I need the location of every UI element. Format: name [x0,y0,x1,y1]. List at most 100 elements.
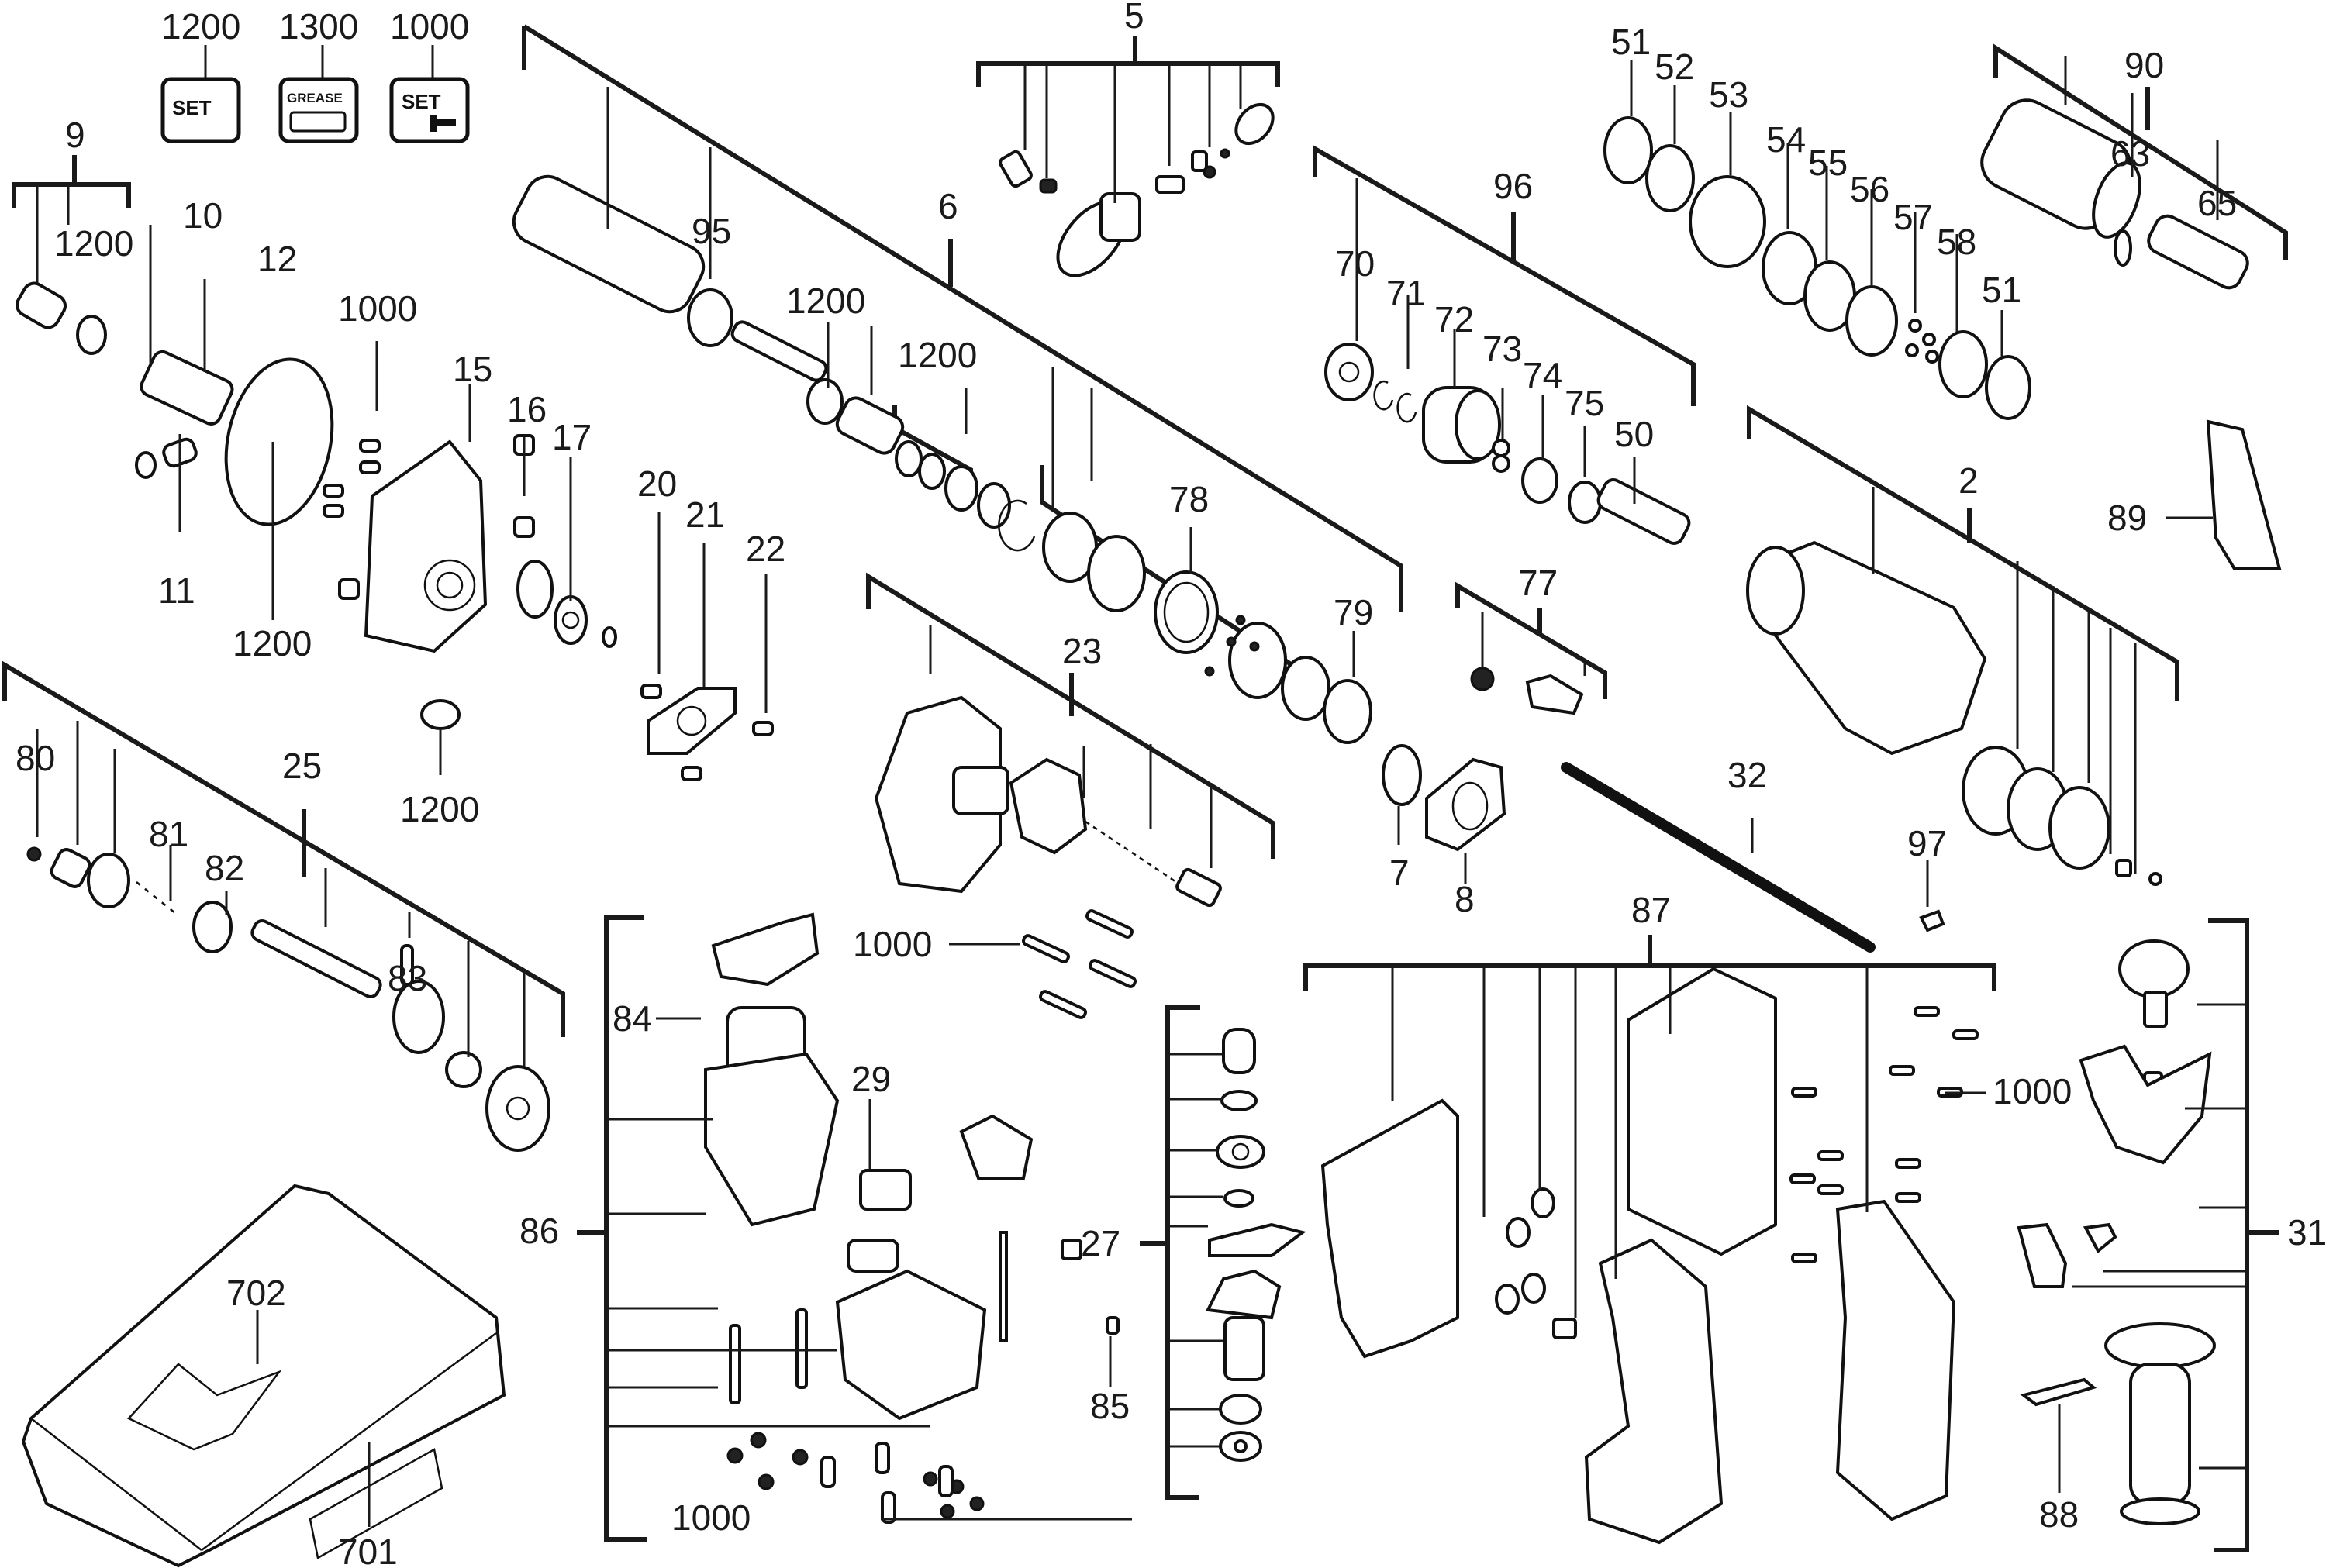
part-motor-housing-86 [704,912,1082,1524]
callout-15: 15 [453,349,492,389]
callout-1200: 1200 [54,223,133,264]
callout-16: 16 [507,389,547,429]
badge-text: GREASE [287,91,343,105]
part-handle-housing-87 [1320,967,1979,1545]
callout-90: 90 [2124,45,2164,85]
callout-58: 58 [1937,222,1976,262]
part-screws-1000-top [1022,909,1137,1019]
callout-71: 71 [1386,273,1426,313]
callout-75: 75 [1565,383,1604,423]
callout-81: 81 [149,814,188,854]
callout-78: 78 [1169,479,1209,519]
callout-87: 87 [1631,890,1671,930]
part-chuck-rings [1603,116,2031,420]
callout-9: 9 [65,115,85,155]
callout-83: 83 [388,958,427,998]
callout-79: 79 [1334,592,1373,632]
part-spindle-sleeve [135,350,334,526]
part-cam-housing-23 [874,695,1222,908]
part-carry-case-701 [21,1184,506,1568]
callout-65: 65 [2197,183,2237,223]
part-cylinder [512,174,1372,744]
callout-1200: 1200 [898,335,977,375]
callout-1200: 1200 [786,281,865,321]
badge-text: SET [172,96,212,119]
leader-lines [36,56,2247,1527]
callout-51: 51 [1611,22,1651,62]
badge-text: SET [402,90,441,113]
callout-21: 21 [685,495,725,535]
callout-702: 702 [226,1273,286,1313]
callout-95: 95 [692,211,731,251]
part-plate-21 [640,684,774,781]
callout-89: 89 [2107,498,2147,538]
callout-1200: 1200 [233,623,312,663]
part-gear-housing [323,434,535,653]
callout-31: 31 [2287,1212,2326,1253]
callout-label: 1000 [390,6,469,47]
callout-12: 12 [257,239,297,279]
callout-63: 63 [2110,133,2150,174]
callout-70: 70 [1335,243,1375,284]
callout-7: 7 [1389,853,1410,893]
callout-56: 56 [1850,169,1889,209]
callout-label: 1200 [161,6,240,47]
callout-77: 77 [1518,563,1558,603]
callout-10: 10 [183,195,223,236]
callout-1000: 1000 [853,924,932,964]
callout-701: 701 [338,1532,398,1568]
callout-80: 80 [16,738,55,778]
callout-23: 23 [1062,631,1102,671]
legend-badge-set-screw-1000: 1000 SET [389,6,470,143]
callout-88: 88 [2039,1494,2079,1535]
legend-badge-grease-1300: 1300 GREASE [278,6,359,143]
callout-25: 25 [282,746,322,786]
callout-74: 74 [1523,355,1562,395]
parts-artwork [16,98,2282,1568]
callout-17: 17 [552,417,592,457]
callout-54: 54 [1766,119,1806,160]
callout-20: 20 [637,464,677,504]
set-icon [160,77,241,143]
callout-50: 50 [1614,414,1654,454]
part-intermediate-shaft-25 [26,846,550,1152]
part-bearing-17 [420,560,617,730]
part-chuck-adapter-96 [1324,343,1691,545]
callout-6: 6 [938,186,958,226]
callout-85: 85 [1090,1386,1130,1426]
part-clip-97 [1919,909,1945,932]
callout-82: 82 [205,848,244,888]
part-label-plate-89 [2206,419,2282,570]
callout-label: 1300 [279,6,358,47]
part-rotor-27 [1106,1028,1306,1462]
callout-1000: 1000 [671,1497,751,1538]
part-rod-32 [1561,762,1876,953]
part-tool-holder-cap [16,281,107,355]
callout-22: 22 [746,529,785,569]
callout-97: 97 [1907,823,1947,863]
callout-2: 2 [1958,460,1979,501]
part-flange-8 [1382,744,1506,852]
legend-badge-set-1200: 1200 SET [160,6,241,143]
callout-55: 55 [1808,143,1848,183]
callout-1000: 1000 [1993,1071,2072,1111]
callout-11: 11 [158,570,195,611]
callout-29: 29 [851,1059,891,1099]
callout-1000: 1000 [338,288,417,329]
callout-72: 72 [1434,299,1474,339]
part-keyless-chuck [1980,98,2249,290]
callout-labels: 9 1200 10 12 11 1200 1000 15 16 17 1200 … [16,0,2326,1568]
callout-86: 86 [519,1211,559,1251]
callout-52: 52 [1655,47,1694,87]
callout-51: 51 [1982,270,2021,310]
callout-73: 73 [1482,329,1522,369]
callout-1200: 1200 [400,789,479,829]
part-selector-knob [999,102,1275,277]
callout-96: 96 [1493,166,1533,206]
callout-32: 32 [1727,755,1767,795]
assembly-brackets [2,24,2288,1552]
callout-5: 5 [1124,0,1144,36]
part-front-housing [1746,540,2162,886]
callout-53: 53 [1709,74,1748,115]
